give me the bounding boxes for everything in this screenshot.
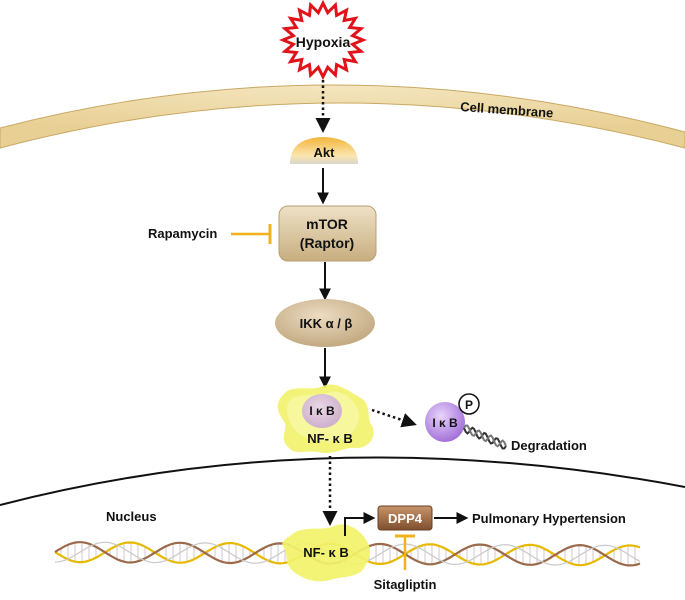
- phosphate-label: P: [465, 398, 473, 412]
- cell-membrane-label: Cell membrane: [460, 99, 554, 120]
- mtor-label-line1: mTOR: [306, 216, 348, 232]
- degraded-strand: [463, 424, 507, 450]
- hypoxia-starburst: Hypoxia: [279, 0, 367, 81]
- arrow-nfkb-dpp4: [344, 512, 376, 536]
- nuclear-membrane: [0, 456, 685, 506]
- degraded-strand-line: [463, 426, 507, 450]
- ikb-in-complex: [302, 394, 342, 428]
- akt-node: [290, 137, 358, 164]
- phosphate-badge: [458, 393, 480, 415]
- mtor-label-line2: (Raptor): [300, 235, 354, 251]
- ikk-label: IKK α / β: [300, 316, 353, 331]
- arrow-complex-ikb: [371, 408, 417, 428]
- ikb-complex-label: I κ B: [309, 404, 335, 418]
- nfkb-nuclear-label: NF- κ B: [303, 545, 349, 560]
- dpp4-node: [377, 505, 433, 531]
- nfkb-complex-label: NF- κ B: [307, 431, 353, 446]
- dpp4-label: DPP4: [388, 511, 423, 526]
- mtor-node: [278, 205, 377, 262]
- ikk-node: [275, 299, 375, 347]
- rapamycin-label: Rapamycin: [148, 226, 217, 241]
- akt-label: Akt: [314, 145, 336, 160]
- sitagliptin-label: Sitagliptin: [374, 577, 437, 592]
- ikb-free-node: [425, 402, 465, 442]
- pulmonary-hypertension-label: Pulmonary Hypertension: [472, 511, 626, 526]
- nucleus-label: Nucleus: [106, 509, 157, 524]
- cell-membrane: [0, 84, 685, 149]
- nfkb-nuclear-blob: [282, 524, 370, 582]
- degradation-label: Degradation: [511, 438, 587, 453]
- ikb-free-label: I κ B: [432, 416, 458, 430]
- degraded-strand-line: [463, 424, 507, 448]
- hypoxia-label: Hypoxia: [296, 34, 351, 50]
